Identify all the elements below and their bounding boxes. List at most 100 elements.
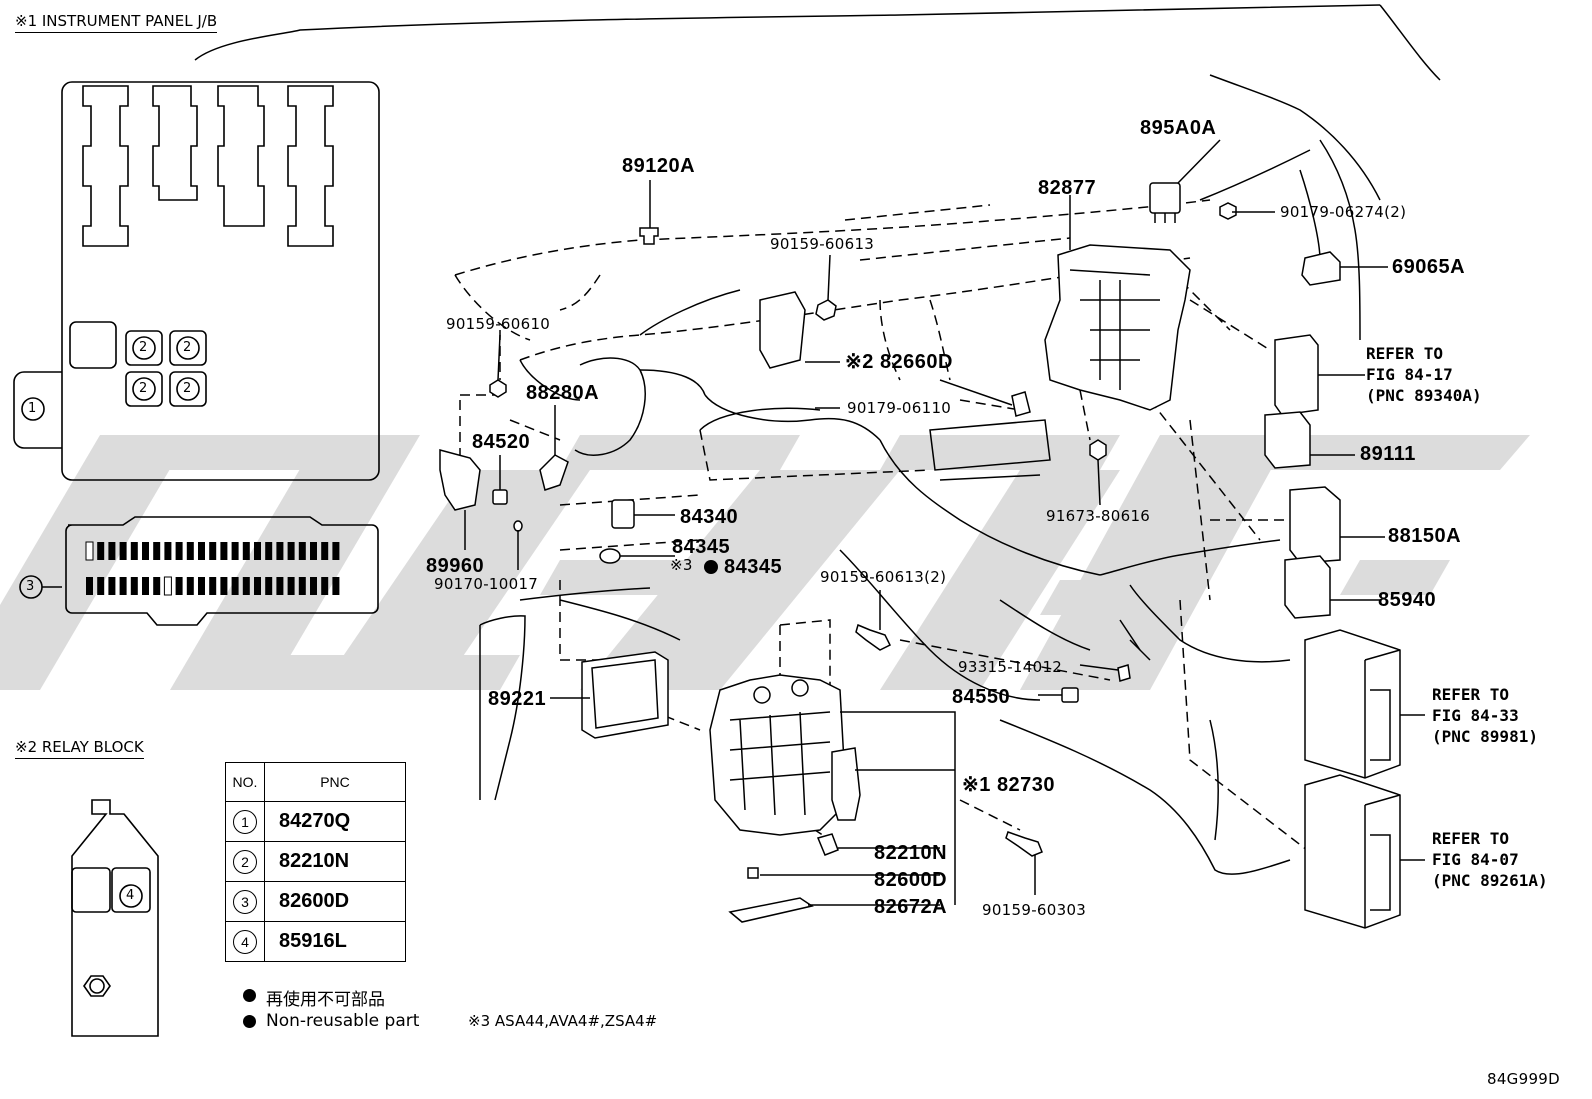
part-93315-14012: 93315-14012: [958, 658, 1063, 676]
fuse-slot: [97, 577, 105, 595]
table-header-pnc: PNC: [264, 762, 406, 802]
table-row: 2 82210N: [225, 841, 406, 882]
row-number: 1: [233, 809, 257, 834]
fuse-slot: [142, 542, 149, 560]
watermark: [0, 435, 1530, 690]
fuse-slot: [265, 542, 273, 560]
fuse-slot: [332, 577, 340, 595]
part-82730: ※1 82730: [962, 774, 1056, 796]
part-90170-10017: 90170-10017: [434, 575, 539, 593]
fuse-slot: [287, 542, 295, 560]
jb-callout-2b: 2: [183, 340, 192, 355]
fuse-slot: [332, 542, 340, 560]
fuse-slot: [310, 542, 317, 560]
jb-section-title: ※1 INSTRUMENT PANEL J/B: [15, 14, 218, 33]
relay-block: [71, 799, 159, 1037]
part-90159-60613-2: 90159-60613(2): [820, 568, 947, 586]
row-pnc: 82210N: [264, 841, 406, 882]
fuse-slot: [231, 542, 239, 560]
part-90159-60610: 90159-60610: [446, 315, 551, 333]
fuse-slot: [198, 542, 205, 560]
fuse-slot: [298, 542, 306, 560]
table-header-no: NO.: [225, 762, 265, 802]
fuse-slot: [198, 577, 205, 595]
part-89111: 89111: [1360, 443, 1416, 465]
fuse-slot: [298, 577, 306, 595]
fuse-slot: [209, 542, 217, 560]
fuse-slot: [254, 577, 261, 595]
part-90159-60613: 90159-60613: [770, 235, 875, 253]
part-84550: 84550: [952, 686, 1011, 708]
non-reusable-bullet: [704, 560, 718, 574]
fuse-slot: [186, 542, 194, 560]
fuse-slot: [254, 542, 261, 560]
pnc-table: NO. PNC 1 84270Q 2 82210N 3 82600D 4 859…: [225, 762, 406, 962]
table-row: 4 85916L: [225, 921, 406, 962]
relay-section-title: ※2 RELAY BLOCK: [15, 740, 144, 759]
fuse-slot: [276, 577, 284, 595]
part-90179-06110: 90179-06110: [847, 399, 952, 417]
row-pnc: 82600D: [264, 881, 406, 922]
part-91673-80616: 91673-80616: [1046, 507, 1151, 525]
fuse-slot: [142, 577, 149, 595]
fuse-slot: [153, 542, 161, 560]
jb-side-view: [19, 516, 379, 626]
fuse-slot: [163, 576, 172, 596]
fuse-slot: [220, 542, 228, 560]
jb-callout-1: 1: [28, 401, 37, 416]
fuse-slot: [86, 577, 93, 595]
fuse-slot: [186, 577, 194, 595]
part-85940: 85940: [1378, 589, 1437, 611]
fuse-slot: [175, 542, 183, 560]
part-82660D: ※2 82660D: [845, 351, 953, 373]
part-90179-06274: 90179-06274(2): [1280, 203, 1407, 221]
part-895A0A: 895A0A: [1140, 117, 1217, 139]
part-82877: 82877: [1038, 177, 1097, 199]
fuse-slot: [276, 542, 284, 560]
part-69065A: 69065A: [1392, 256, 1466, 278]
fuse-slot: [242, 542, 250, 560]
legend-bullet-en: [243, 1015, 256, 1028]
refer-fig-84-17: REFER TO FIG 84-17 (PNC 89340A): [1366, 344, 1482, 405]
row-number: 3: [233, 889, 257, 914]
fuse-slot: [153, 577, 161, 595]
part-84340: 84340: [680, 506, 739, 528]
diagram-code: 84G999D: [1487, 1070, 1560, 1088]
fuse-slot: [220, 577, 228, 595]
part-89120A: 89120A: [622, 155, 696, 177]
part-82600D: 82600D: [874, 869, 948, 891]
part-88280A: 88280A: [526, 382, 600, 404]
fuse-slot: [130, 577, 138, 595]
fuse-row-top: [85, 541, 340, 561]
part-84520: 84520: [472, 431, 531, 453]
fuse-slot: [321, 542, 329, 560]
fuse-slot: [164, 542, 172, 560]
fuse-slot: [130, 542, 138, 560]
part-shapes: [439, 182, 1401, 929]
part-89960: 89960: [426, 555, 485, 577]
part-89221: 89221: [488, 688, 547, 710]
part-82672A: 82672A: [874, 896, 948, 918]
fuse-slot: [175, 577, 183, 595]
part-90159-60303: 90159-60303: [982, 901, 1087, 919]
fuse-slot: [119, 542, 127, 560]
fuse-slot: [209, 577, 217, 595]
part-84345: 84345: [672, 536, 731, 558]
jb-callout-2c: 2: [139, 381, 148, 396]
jb-callout-3: 3: [26, 579, 35, 594]
fuse-slot: [231, 577, 239, 595]
fuse-slot: [321, 577, 329, 595]
relay-callout-4: 4: [126, 888, 135, 903]
row-number: 2: [233, 849, 257, 874]
legend-applicability: ※3 ASA44,AVA4#,ZSA4#: [468, 1012, 658, 1030]
note-3-marker: ※3: [670, 556, 693, 574]
fuse-slot: [310, 577, 317, 595]
jb-callout-2d: 2: [183, 381, 192, 396]
fuse-slot: [85, 541, 94, 561]
fuse-row-bottom: [86, 576, 340, 596]
row-pnc: 85916L: [264, 921, 406, 962]
fuse-slot: [242, 577, 250, 595]
instrument-panel-jb: [13, 81, 380, 481]
part-84345-non-reusable: 84345: [724, 556, 783, 578]
